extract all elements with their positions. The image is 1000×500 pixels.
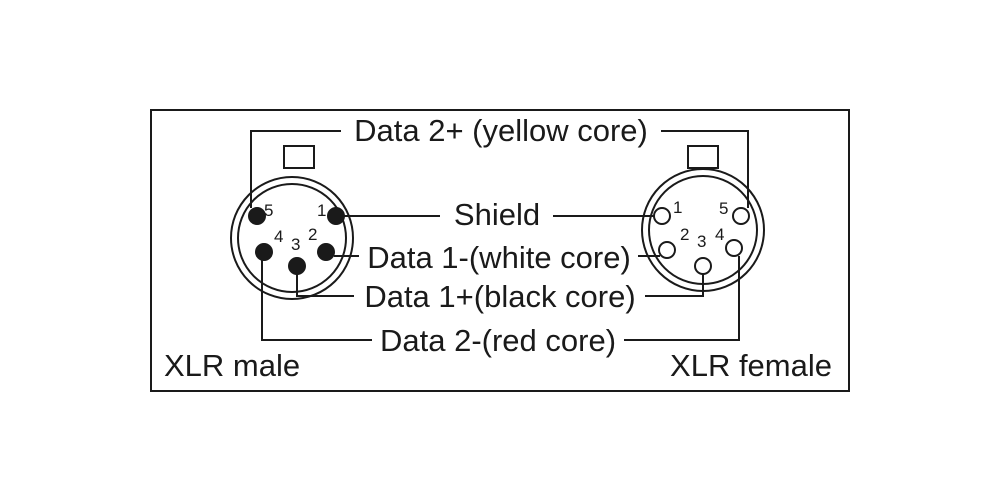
xlr-male-label: XLR male [164, 348, 300, 383]
male-pin-3 [288, 257, 306, 275]
diagram-frame [150, 109, 850, 392]
data1-plus-wire-left [296, 274, 354, 297]
data1-minus-label: Data 1-(white core) [367, 240, 631, 275]
female-pin-1-number: 1 [673, 198, 682, 217]
data2-plus-wire-right [661, 130, 749, 208]
male-pin-3-number: 3 [291, 235, 300, 254]
male-pin-4-number: 4 [274, 227, 283, 246]
male-inner-ring [237, 183, 347, 293]
female-pin-5 [732, 207, 750, 225]
female-pin-4-number: 4 [715, 225, 724, 244]
data2-plus-wire-left [250, 130, 341, 208]
xlr-female-connector: 1 5 2 3 4 [641, 145, 765, 292]
data2-minus-wire-left [261, 260, 372, 341]
xlr-female-label: XLR female [670, 348, 832, 383]
data2-minus-wire-right [624, 256, 740, 341]
female-pin-5-number: 5 [719, 199, 728, 218]
data2-plus-label: Data 2+ (yellow core) [354, 113, 648, 148]
shield-label: Shield [454, 197, 540, 232]
female-pin-2-number: 2 [680, 225, 689, 244]
male-pin-2-number: 2 [308, 225, 317, 244]
male-pin-2 [317, 243, 335, 261]
male-pin-4 [255, 243, 273, 261]
data1-plus-label: Data 1+(black core) [364, 279, 635, 314]
data1-plus-wire-right [645, 274, 704, 297]
male-pin-5-number: 5 [264, 201, 273, 220]
male-key-tab [283, 145, 315, 169]
female-pin-3 [694, 257, 712, 275]
female-pin-3-number: 3 [697, 232, 706, 251]
female-pin-2 [658, 241, 676, 259]
male-pin-5 [248, 207, 266, 225]
data2-minus-label: Data 2-(red core) [380, 323, 616, 358]
female-key-tab [687, 145, 719, 169]
male-pin-1 [327, 207, 345, 225]
female-pin-1 [653, 207, 671, 225]
male-pin-1-number: 1 [317, 201, 326, 220]
female-pin-4 [725, 239, 743, 257]
xlr-male-connector: 5 1 4 2 3 [230, 145, 354, 300]
